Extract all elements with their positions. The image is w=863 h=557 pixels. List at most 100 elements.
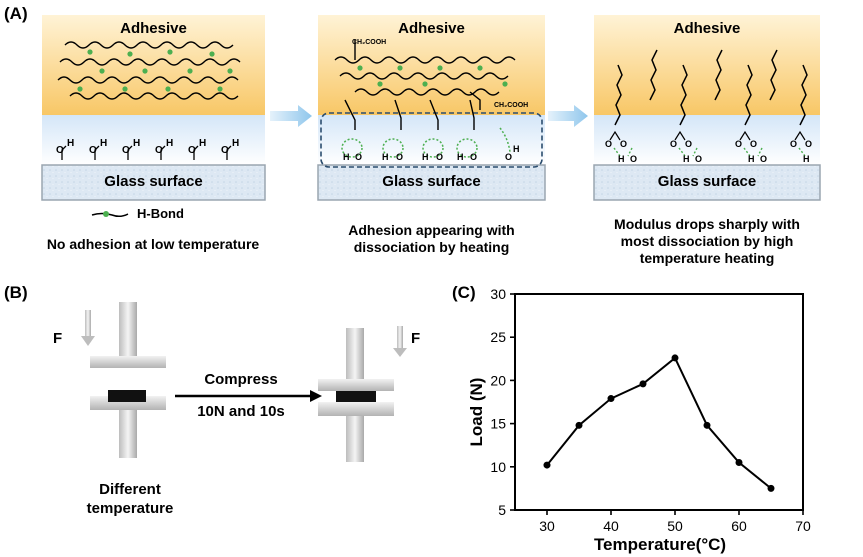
glass-label-2: Glass surface [382, 173, 481, 190]
y-tick-label: 25 [490, 329, 506, 345]
hbond-legend-line [91, 212, 129, 218]
chem-label-right: CH₂COOH [494, 102, 528, 109]
chart-ticks: 30 40 50 60 70 5 10 15 20 25 30 [490, 286, 811, 534]
compress-condition: 10N and 10s [197, 403, 285, 420]
svg-text:H: H [748, 154, 755, 164]
interface-highlight [320, 112, 543, 168]
caption-stage-2: Adhesion appearing with dissociation by … [348, 222, 515, 255]
svg-text:H: H [166, 138, 173, 149]
temperature-note: Different temperature [86, 481, 174, 517]
x-tick-label: 60 [731, 518, 747, 534]
svg-text:H: H [618, 154, 625, 164]
data-point [735, 458, 743, 466]
hbond-legend-label: H-Bond [137, 206, 184, 221]
svg-text:O: O [396, 152, 403, 162]
data-point [607, 395, 615, 403]
svg-text:H: H [382, 152, 389, 162]
load-temperature-chart: 30 40 50 60 70 5 10 15 20 25 30 Temperature(°C) Lo… [467, 286, 811, 554]
fixture-open [81, 302, 166, 458]
svg-text:O: O [760, 154, 767, 164]
svg-text:O: O [470, 152, 477, 162]
x-tick-label: 30 [539, 518, 555, 534]
svg-text:O: O [355, 152, 362, 162]
interface-layer [594, 115, 820, 165]
data-point [703, 421, 711, 429]
chart-axes [514, 293, 804, 511]
data-point [671, 354, 679, 362]
panel-a-schematic: OH OH OH OH OH OH [41, 15, 821, 218]
adhesive-label-3: Adhesive [673, 20, 741, 37]
svg-text:O: O [695, 154, 702, 164]
y-tick-label: 20 [490, 372, 506, 388]
hbond-legend-dot [103, 211, 109, 217]
svg-text:H: H [67, 138, 74, 149]
svg-text:H: H [232, 138, 239, 149]
force-label-left: F [53, 330, 63, 347]
svg-text:O: O [790, 139, 797, 149]
y-axis-label: Load (N) [467, 378, 486, 447]
svg-text:O: O [188, 145, 196, 156]
panel-c-letter: (C) [452, 283, 476, 302]
glass-block [317, 164, 546, 201]
adhesive-label-1: Adhesive [120, 20, 187, 37]
glass-label-1: Glass surface [104, 173, 203, 190]
svg-text:H: H [422, 152, 429, 162]
svg-text:H: H [133, 138, 140, 149]
data-point [767, 484, 775, 492]
svg-text:O: O [605, 139, 612, 149]
svg-text:O: O [630, 154, 637, 164]
svg-text:H: H [199, 138, 206, 149]
caption-stage-3: Modulus drops sharply with most dissocia… [614, 216, 800, 266]
svg-text:O: O [56, 145, 64, 156]
x-tick-label: 40 [603, 518, 619, 534]
panel-b-schematic [81, 302, 407, 462]
svg-text:O: O [670, 139, 677, 149]
compress-arrowhead [310, 390, 322, 402]
svg-text:O: O [122, 145, 130, 156]
glass-label-3: Glass surface [657, 173, 757, 190]
data-point [639, 380, 647, 388]
glass-block [41, 164, 266, 201]
svg-text:H: H [513, 144, 520, 154]
svg-text:O: O [505, 152, 512, 162]
svg-text:H: H [683, 154, 690, 164]
interface-layer [42, 115, 265, 165]
chem-label-top: CH₂COOH [352, 39, 386, 46]
x-axis-label: Temperature(°C) [594, 535, 726, 554]
adhesive-label-2: Adhesive [398, 20, 465, 37]
svg-text:O: O [620, 139, 627, 149]
panel-b-letter: (B) [4, 283, 28, 302]
svg-text:H: H [457, 152, 464, 162]
svg-text:H: H [803, 154, 810, 164]
caption-stage-1: No adhesion at low temperature [46, 236, 260, 252]
x-tick-label: 70 [795, 518, 811, 534]
svg-text:O: O [89, 145, 97, 156]
svg-text:O: O [155, 145, 163, 156]
plot-frame [514, 293, 804, 511]
svg-text:O: O [750, 139, 757, 149]
force-label-right: F [411, 330, 421, 347]
data-point [575, 421, 583, 429]
arrow-1 [270, 105, 312, 127]
panel-a-letter: (A) [4, 4, 28, 23]
stage-1: OH OH OH OH OH OH [41, 15, 266, 218]
y-tick-label: 30 [490, 286, 506, 302]
glass-block [593, 164, 821, 201]
svg-text:H: H [100, 138, 107, 149]
svg-text:O: O [805, 139, 812, 149]
series-line [546, 356, 772, 490]
svg-text:O: O [685, 139, 692, 149]
data-point [543, 461, 551, 469]
y-tick-label: 5 [498, 502, 506, 518]
y-tick-label: 15 [490, 416, 506, 432]
arrow-2 [548, 105, 588, 127]
series-points [543, 354, 775, 492]
svg-text:O: O [436, 152, 443, 162]
svg-text:H: H [343, 152, 350, 162]
fixture-closed [318, 326, 407, 462]
x-tick-label: 50 [667, 518, 683, 534]
y-tick-label: 10 [490, 459, 506, 475]
adhesive-layer [594, 15, 820, 115]
